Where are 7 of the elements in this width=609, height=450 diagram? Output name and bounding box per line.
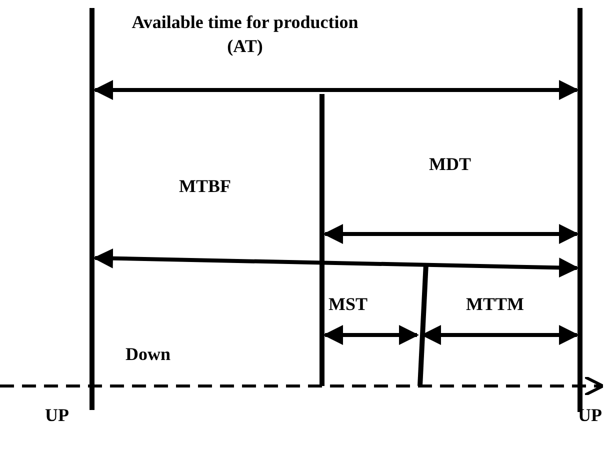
dimension-label: MST — [327, 293, 368, 316]
dimension-label: MTTM — [465, 293, 525, 316]
dimension-label: UP — [44, 404, 70, 427]
dimension-label: Available time for production (AT) — [130, 11, 360, 58]
dimension-label: MDT — [428, 153, 472, 176]
dimension-label: MTBF — [178, 175, 232, 198]
dimension-label: Down — [124, 343, 172, 366]
